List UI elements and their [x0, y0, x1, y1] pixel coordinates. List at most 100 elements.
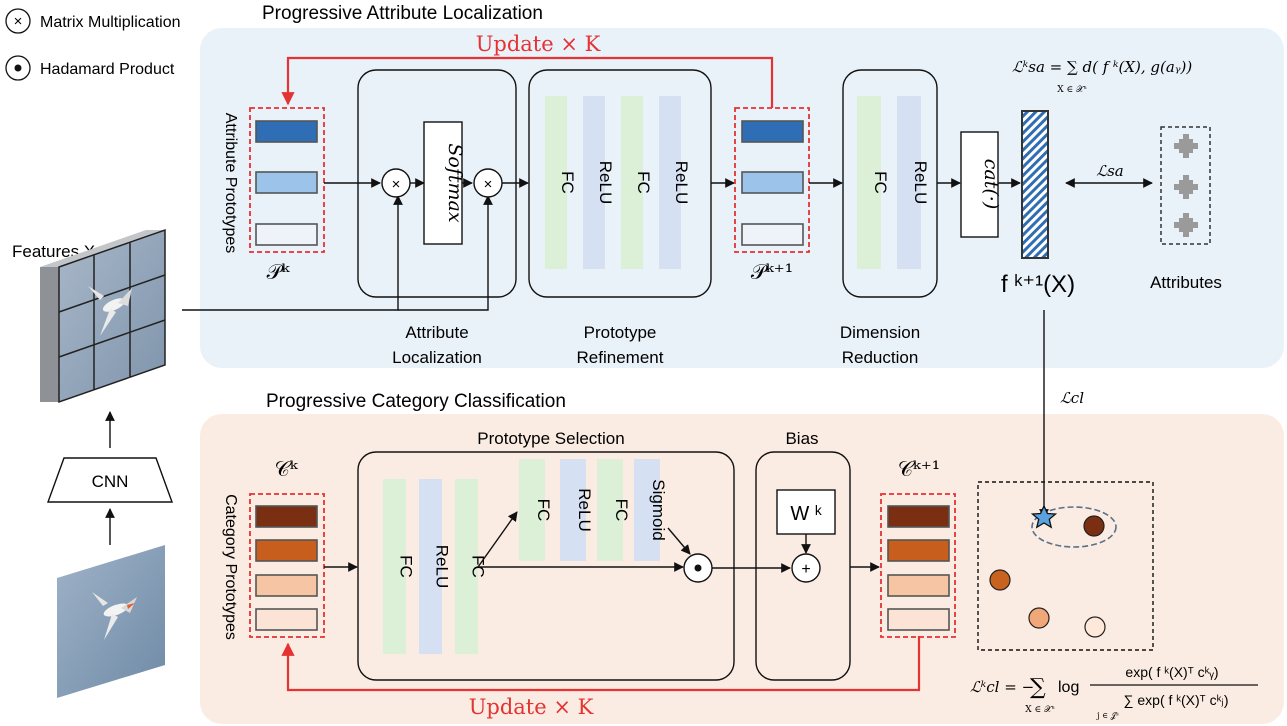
- star-icon: [1030, 504, 1058, 529]
- pk1-proto-3: [741, 223, 804, 246]
- class-dot-peach: [1028, 607, 1050, 629]
- cnn-label: CNN: [92, 472, 129, 491]
- cl-k-denominator-sub: j ∈ 𝒥ˢ: [1096, 711, 1119, 720]
- refinement-layer-4: [659, 96, 681, 269]
- selection-layer-label-1: FC: [397, 555, 416, 578]
- refinement-layers: FC ReLU FC ReLU: [545, 96, 691, 269]
- ck-proto-3: [255, 574, 318, 597]
- sa-loss-label: ℒsa: [1096, 162, 1123, 180]
- gate-layer-4: [634, 459, 660, 561]
- refinement-layer-2: [583, 96, 605, 269]
- prototype-refinement-label-2: Refinement: [577, 348, 664, 367]
- pk-proto-2: [255, 171, 318, 194]
- attribute-prototypes-vertical-label: Attribute Prototypes: [222, 113, 239, 254]
- cat-box: [960, 131, 999, 238]
- ck1-proto-4: [887, 608, 950, 631]
- hadamard-dot-icon: [694, 564, 702, 572]
- prototype-selection-block: [357, 451, 735, 681]
- pcc-update-label: Update × K: [469, 695, 594, 719]
- cl-k-loss-formula: ℒᵏcl = − ∑ X ∈ 𝒳ˢ log exp( f ᵏ(X)ᵀ cᵏᵧ) …: [970, 664, 1258, 720]
- pk1-proto-1: [741, 120, 804, 143]
- gate-to-hadamard-arrow: [667, 527, 691, 555]
- pk-label: 𝒫ᵏ: [267, 260, 291, 284]
- dimension-reduction-label-1: Dimension: [840, 323, 920, 342]
- hadamard-legend-label: Hadamard Product: [40, 61, 175, 78]
- feature-grid: [58, 242, 166, 390]
- dimred-layer-2: [897, 96, 921, 269]
- cl-k-lhs: ℒᵏcl = −: [970, 678, 1034, 696]
- cl-k-log: log: [1058, 679, 1079, 696]
- matmul-legend-icon: [5, 8, 31, 34]
- attribute-localization-label-1: Attribute: [405, 323, 468, 342]
- pk1-proto-2: [741, 171, 804, 194]
- gate-layer-3: [597, 459, 623, 561]
- plus-symbol: +: [801, 561, 810, 578]
- ck-proto-2: [255, 539, 318, 562]
- feature-vector-label: f ᵏ⁺¹(X): [1001, 271, 1075, 298]
- pcc-title: Progressive Category Classification: [266, 391, 566, 412]
- input-bird-icon: [92, 592, 137, 640]
- gate-layer-label-1: FC: [534, 499, 553, 522]
- refinement-layer-3: [621, 96, 643, 269]
- pk1-prototype-box: [734, 107, 810, 253]
- embedding-space-box: [977, 481, 1154, 651]
- selection-layer-1: [383, 479, 406, 654]
- gate-layer-2: [560, 459, 586, 561]
- pk-proto-1: [255, 120, 318, 143]
- ck1-prototype-box: [880, 493, 956, 638]
- sa-k-loss-formula: ℒᵏsa = ∑ d( f ᵏ(X), g(aᵧ)): [1012, 58, 1192, 76]
- cl-k-numerator: exp( f ᵏ(X)ᵀ cᵏᵧ): [1125, 664, 1218, 680]
- pcc-panel: [200, 414, 1284, 724]
- cl-loss-label: ℒcl: [1060, 389, 1084, 407]
- selection-to-gate-arrow: [477, 511, 518, 568]
- attributes-box: [1160, 126, 1211, 245]
- refinement-layer-1: [545, 96, 567, 269]
- refinement-layer-label-4: ReLU: [672, 161, 691, 204]
- ck-proto-4: [255, 608, 318, 631]
- refinement-layer-label-1: FC: [558, 171, 577, 194]
- gate-layer-label-4: Sigmoid: [649, 479, 668, 540]
- feature-cube-side: [40, 267, 59, 402]
- pk-prototype-box: [249, 107, 325, 253]
- selection-layer-label-2: ReLU: [433, 545, 452, 588]
- ck-prototype-box: [249, 493, 325, 638]
- ck1-label: 𝒞ᵏ⁺¹: [898, 457, 940, 481]
- feature-bird-icon: [88, 286, 132, 336]
- wk-label: W ᵏ: [790, 503, 821, 525]
- pk1-label: 𝒫ᵏ⁺¹: [751, 260, 793, 284]
- cl-k-sum-sub: X ∈ 𝒳ˢ: [1025, 705, 1055, 715]
- ck-proto-1: [255, 505, 318, 528]
- dimred-layer-label-2: ReLU: [911, 161, 930, 204]
- matmul-legend-label: Matrix Multiplication: [40, 14, 180, 31]
- prototype-refinement-label-1: Prototype: [584, 323, 657, 342]
- feature-vector: [1021, 110, 1049, 259]
- matmul2-symbol: ×: [484, 176, 493, 193]
- pal-panel: [200, 28, 1284, 368]
- refinement-layer-label-2: ReLU: [596, 161, 615, 204]
- feature-cube-top: [40, 230, 165, 267]
- hadamard-legend-dot-icon: [14, 64, 22, 72]
- gate-layer-1: [519, 459, 545, 561]
- attributes-label: Attributes: [1150, 273, 1222, 292]
- selection-layer-3: [455, 479, 478, 654]
- bias-block: [755, 451, 851, 681]
- bias-label: Bias: [785, 429, 818, 448]
- plus-icon: [791, 553, 821, 583]
- gate-layer-label-3: FC: [612, 499, 631, 522]
- dimension-reduction-label-2: Reduction: [842, 348, 919, 367]
- pal-section: Update × K Attribute Prototypes 𝒫ᵏ × Sof…: [182, 32, 1222, 519]
- ck1-proto-2: [887, 539, 950, 562]
- prototype-selection-label: Prototype Selection: [477, 429, 624, 448]
- features-to-attention-line-2: [398, 195, 493, 311]
- pk-proto-3: [255, 223, 318, 246]
- cl-k-sum: ∑: [1030, 675, 1046, 700]
- cat-label: cat(·): [980, 159, 1002, 209]
- backbone: Features X CNN: [12, 228, 173, 698]
- positive-pair-ellipse: [1031, 506, 1117, 548]
- attribute-localization-label-2: Localization: [392, 348, 482, 367]
- refinement-layer-label-3: FC: [634, 171, 653, 194]
- pcc-update-loop: [281, 636, 921, 692]
